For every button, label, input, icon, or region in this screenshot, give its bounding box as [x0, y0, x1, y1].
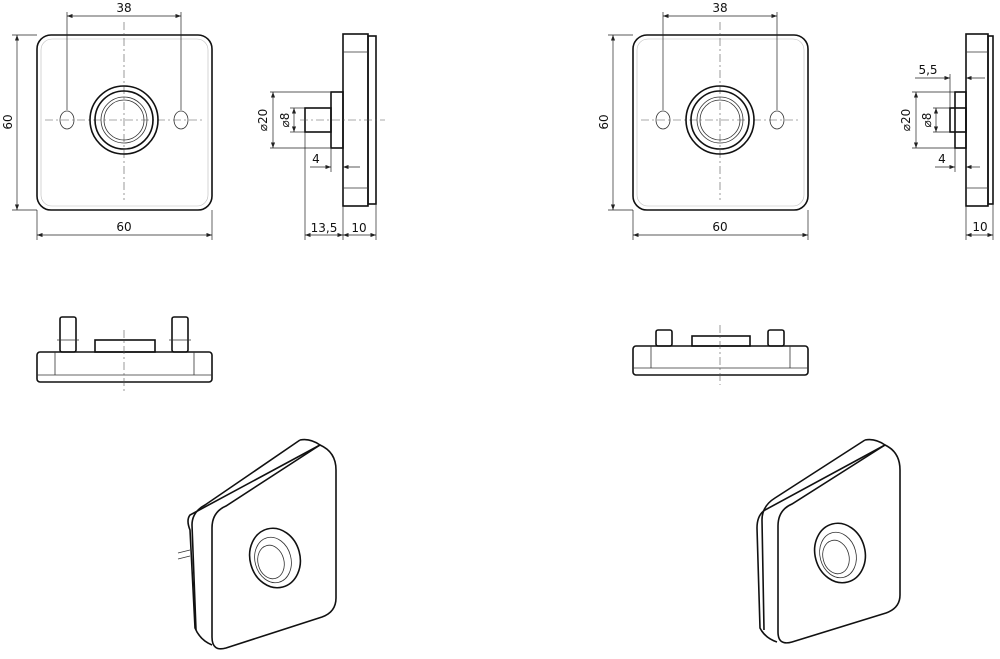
dim-height: 60 [597, 114, 611, 129]
left-front-view: 38 60 60 [1, 1, 213, 240]
dim-outer-diameter: ⌀20 [256, 109, 270, 132]
left-side-view: ⌀20 ⌀8 4 13,5 10 [256, 33, 385, 240]
right-front-view: 38 60 60 [597, 1, 809, 240]
left-bottom-view [36, 316, 213, 392]
right-bottom-view [632, 325, 809, 385]
dim-hole-spacing: 38 [712, 1, 727, 15]
dim-hole-spacing: 38 [116, 1, 131, 15]
dim-outer-diameter: ⌀20 [899, 109, 913, 132]
dim-height: 60 [1, 114, 15, 129]
dim-plate-thickness: 10 [972, 220, 987, 234]
dim-pin-diameter: ⌀8 [278, 113, 292, 128]
left-isometric-view [177, 438, 337, 650]
dim-boss-depth: 4 [938, 152, 946, 166]
right-side-view: 5,5 ⌀20 ⌀8 4 10 [899, 33, 994, 240]
dim-width: 60 [116, 220, 131, 234]
dim-pin-diameter: ⌀8 [920, 113, 934, 128]
dim-plate-thickness: 10 [351, 221, 366, 235]
dim-pin-length: 5,5 [918, 63, 937, 77]
dim-pin-length: 13,5 [311, 221, 338, 235]
right-isometric-view [756, 438, 901, 644]
dim-boss-depth: 4 [312, 152, 320, 166]
dim-width: 60 [712, 220, 727, 234]
